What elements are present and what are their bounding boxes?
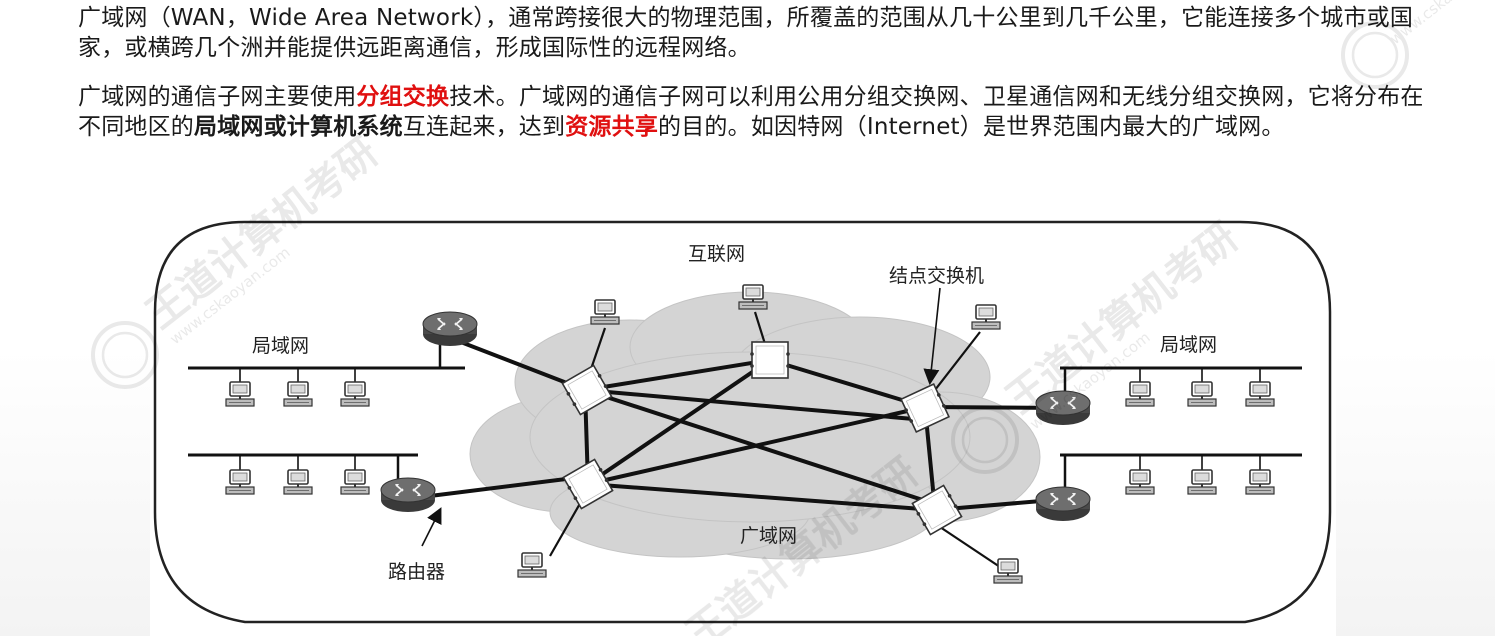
pc-icon: [1245, 381, 1275, 407]
node-switch-icon: [749, 341, 791, 379]
node-switch-label: 结点交换机: [889, 265, 984, 287]
router-label: 路由器: [388, 561, 445, 583]
pc-icon: [738, 284, 768, 310]
pc-icon: [283, 469, 313, 495]
detail-paragraph: 广域网的通信子网主要使用分组交换技术。广域网的通信子网可以利用公用分组交换网、卫…: [78, 82, 1438, 142]
pc-icon: [517, 552, 547, 578]
router-icon: [380, 477, 436, 513]
pc-icon: [225, 469, 255, 495]
pc-icon: [1125, 381, 1155, 407]
pc-icon: [1245, 469, 1275, 495]
wan-diagram: 互联网 局域网 局域网 结点交换机 广域网 路由器: [150, 212, 1336, 636]
lan-left-label: 局域网: [252, 335, 309, 357]
pc-icon: [590, 299, 620, 325]
router-icon: [422, 311, 478, 347]
internet-label: 互联网: [688, 243, 745, 265]
pc-icon: [340, 381, 370, 407]
node-switch-arrow: [923, 287, 941, 386]
p2-text-b: 技术。广域网的通信子网可以利用公用分组交换网、卫星通信网和无线分组交换网，它将分…: [78, 84, 1424, 140]
internet-boundary: [153, 220, 1332, 624]
pc-icon: [1187, 469, 1217, 495]
pc-icon: [1125, 469, 1155, 495]
pc-icon: [993, 558, 1023, 584]
pc-icon: [971, 304, 1001, 330]
router-icon: [1035, 486, 1091, 522]
highlight-resource-sharing: 资源共享: [565, 114, 659, 140]
p2-text-a: 广域网的通信子网主要使用: [78, 84, 357, 110]
highlight-packet-switching: 分组交换: [356, 84, 450, 110]
lan-right-label: 局域网: [1160, 334, 1217, 356]
pc-icon: [340, 469, 370, 495]
highlight-lan-or-computer: 局域网或计算机系统: [194, 114, 403, 140]
intro-paragraph: 广域网（WAN，Wide Area Network），通常跨接很大的物理范围，所…: [78, 5, 1414, 61]
router-icon: [1035, 390, 1091, 426]
wan-label: 广域网: [740, 525, 797, 547]
watermark-logo-icon: [91, 321, 159, 389]
pc-icon: [225, 381, 255, 407]
pc-icon: [283, 381, 313, 407]
pc-icon: [1187, 381, 1217, 407]
p2-text-c: 互连起来，达到: [402, 114, 566, 140]
router-arrow: [421, 507, 442, 547]
p2-text-d: 的目的。如因特网（Internet）是世界范围内最大的广域网。: [658, 114, 1285, 140]
